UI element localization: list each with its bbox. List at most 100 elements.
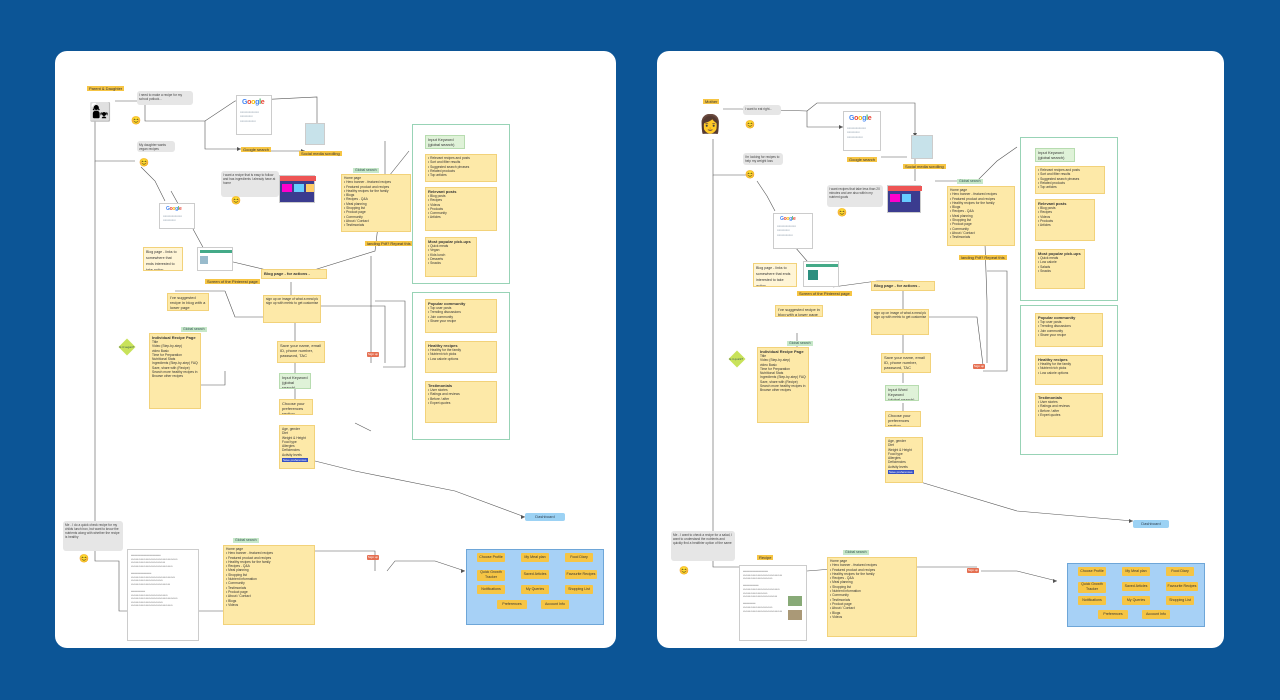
emotion-icon: 😊: [131, 116, 141, 125]
testimonials-note: Testimonials• User stories• Ratings and …: [1035, 393, 1103, 437]
choose-preferences-note: Choose your preferences section: [279, 399, 313, 415]
google-search-screenshot-2[interactable]: Google ▭▭▭▭▭▭▭▭▭▭: [159, 203, 195, 229]
preferences-button[interactable]: Preferences: [497, 600, 527, 609]
bottom-search-results-note: Home page• Hero banner - featured recipe…: [223, 545, 315, 625]
blog-actions-note: Blog page - for actions -: [261, 269, 327, 279]
relevant-posts-note: Relevant posts• Blog posts• Recipes• Vid…: [425, 187, 497, 231]
google-search-label: Google search: [241, 147, 272, 152]
suggested-recipe-note: I've suggested recipe in blog with a low…: [775, 305, 823, 317]
dashboard-panel: Choose Profile My Meal plan Food Diary Q…: [1067, 563, 1205, 627]
info-thought-bubble: I want a recipe that is easy to follow a…: [221, 171, 279, 197]
food-diary-button[interactable]: Food Diary: [565, 553, 593, 562]
healthy-recipes-note: Healthy recipes• Healthy for the family•…: [425, 341, 497, 373]
content-box-bottom: [1020, 305, 1118, 455]
notifications-button[interactable]: Notifications: [1078, 596, 1106, 605]
decision-label: Is it vegan?: [119, 345, 135, 349]
decision-label: Is it quick?: [729, 357, 744, 361]
blog-screenshot[interactable]: [803, 261, 839, 287]
global-search-label: Global search: [353, 168, 379, 173]
saved-articles-button[interactable]: Saved Articles: [521, 570, 549, 579]
mid-thought-bubble: My daughter wants vegan recipes: [137, 141, 175, 152]
social-media-screenshot[interactable]: [911, 135, 933, 159]
content-box-top: [1020, 137, 1118, 301]
info-thought-bubble: I want recipes that take less than 20 mi…: [827, 185, 883, 207]
input-keyword-note: Input Keyword (global search): [279, 373, 311, 389]
save-info-note: Save your name, email ID, phone number, …: [277, 341, 325, 363]
dashboard-node[interactable]: Dashboard: [1133, 520, 1169, 528]
global-search-label: Global search: [957, 179, 983, 184]
recipe-article-screenshot[interactable]: ━━━━━━━━━━━━━━━━━━━▭▭▭▭▭▭▭▭▭▭▭▭▭▭▭▭▭▭▭▭▭…: [127, 549, 199, 641]
sign-up-red-tag-2[interactable]: Sign up: [967, 568, 979, 573]
meal-plan-button[interactable]: My Meal plan: [521, 553, 549, 562]
search-results-note: Home page• Hero banner - featured recipe…: [947, 186, 1015, 246]
save-preferences-button[interactable]: Save preferences: [888, 470, 914, 475]
meal-plan-button[interactable]: My Meal plan: [1122, 567, 1150, 576]
account-info-button[interactable]: Account Info: [541, 600, 569, 609]
preferences-button[interactable]: Preferences: [1098, 610, 1128, 619]
my-queries-button[interactable]: My Queries: [1122, 596, 1150, 605]
google-search-screenshot[interactable]: Google ▭▭▭▭▭▭▭▭▭▭▭▭▭▭▭: [843, 111, 881, 151]
saved-articles-button[interactable]: Saved Articles: [1122, 582, 1150, 591]
popular-pickups-note: Most popular pick-ups• Quick meals• Low …: [1035, 249, 1085, 289]
bottom-global-search-label: Global search: [233, 538, 259, 543]
shopping-list-button[interactable]: Shopping List: [565, 585, 593, 594]
shopping-list-button[interactable]: Shopping List: [1166, 596, 1194, 605]
social-media-screenshot[interactable]: [305, 123, 325, 145]
sign-up-red-tag[interactable]: Sign up: [973, 364, 985, 369]
food-diary-button[interactable]: Food Diary: [1166, 567, 1194, 576]
blog-screen-label: Screen of the Pinterest page: [205, 279, 260, 284]
input-keyword-box: Input Keyword (global search): [425, 135, 465, 149]
bottom-thought-bubble: Me - I do a quick check recipe for my ch…: [63, 521, 123, 551]
growth-tracker-button[interactable]: Quick Growth Tracker: [1078, 582, 1106, 593]
blog-actions-note: Blog page - for actions -: [871, 281, 935, 291]
google-search-screenshot-2[interactable]: Google ▭▭▭▭▭▭▭▭▭▭▭▭▭▭▭: [773, 213, 813, 249]
save-preferences-button[interactable]: Save preferences: [282, 458, 308, 463]
popular-community-note: Popular community• Top user posts• Trend…: [425, 299, 497, 333]
blog-screenshot[interactable]: [197, 247, 233, 271]
choose-profile-button[interactable]: Choose Profile: [477, 553, 505, 562]
popular-pickups-note: Most popular pick-ups• Quick meals• Vega…: [425, 237, 477, 277]
my-queries-button[interactable]: My Queries: [521, 585, 549, 594]
choose-profile-button[interactable]: Choose Profile: [1078, 567, 1106, 576]
relevant-posts-note: Relevant posts• Blog posts• Recipes• Vid…: [1035, 199, 1095, 241]
testimonials-note: Testimonials• User stories• Ratings and …: [425, 381, 497, 423]
persona-label: Parent & Daughter: [87, 86, 125, 91]
google-search-label: Google search: [847, 157, 878, 162]
connector-lines: [712, 102, 1134, 613]
bottom-search-results-note: Home page• Hero banner - featured recipe…: [827, 557, 917, 637]
social-scrolling-label: Social media scrolling: [903, 164, 946, 169]
save-info-note: Save your name, email ID, phone number, …: [881, 353, 931, 373]
google-search-screenshot[interactable]: Google ▭▭▭▭▭▭▭▭▭▭▭▭▭▭▭: [236, 95, 272, 135]
account-info-button[interactable]: Account Info: [1142, 610, 1170, 619]
favourite-recipes-button[interactable]: Favourite Recipes: [1166, 582, 1198, 591]
recipe-tag: Recipe: [757, 555, 774, 560]
recipe-search-tag: Global search: [181, 327, 207, 332]
sign-up-red-tag[interactable]: Sign up: [367, 352, 379, 357]
landing-repeat-label: landing Pdf? Repeat this: [365, 241, 413, 246]
suggested-recipe-note: I've suggested recipe in blog with a low…: [167, 293, 209, 311]
global-search-screenshot[interactable]: [887, 185, 922, 213]
social-scrolling-label: Social media scrolling: [299, 151, 342, 156]
growth-tracker-button[interactable]: Quick Growth Tracker: [477, 570, 505, 581]
bottom-global-search-label: Global search: [843, 550, 869, 555]
popular-community-note: Popular community• Top user posts• Trend…: [1035, 313, 1103, 347]
landing-repeat-label: landing Pdf? Repeat this: [959, 255, 1007, 260]
keyword-results-note: • Relevant recipes and posts• Sort and f…: [1035, 166, 1105, 194]
emotion-icon: 😊: [745, 120, 755, 129]
dashboard-node[interactable]: Dashboard: [525, 513, 565, 521]
sign-up-red-tag-2[interactable]: Sign up: [367, 555, 379, 560]
favourite-recipes-button[interactable]: Favourite Recipes: [565, 570, 597, 579]
dashboard-panel: Choose Profile My Meal plan Food Diary Q…: [466, 549, 604, 625]
content-box-bottom: [412, 292, 510, 440]
keyword-results-note: • Relevant recipes and posts• Sort and f…: [425, 154, 497, 182]
mid-thought-bubble: I'm looking for recipes to help my weigh…: [743, 153, 783, 165]
global-search-screenshot[interactable]: [279, 175, 316, 203]
emotion-icon-3: 😊: [231, 196, 241, 205]
emotion-icon-4: 😊: [679, 566, 689, 575]
recipe-article-screenshot[interactable]: ━━━━━━━━━━━━━━━━▭▭▭▭▭▭▭▭▭▭▭▭▭▭▭▭▭▭▭▭▭▭▭▭…: [739, 565, 807, 641]
sign-up-note: sign up on image of what a meal plan wou…: [871, 309, 929, 335]
notifications-button[interactable]: Notifications: [477, 585, 505, 594]
